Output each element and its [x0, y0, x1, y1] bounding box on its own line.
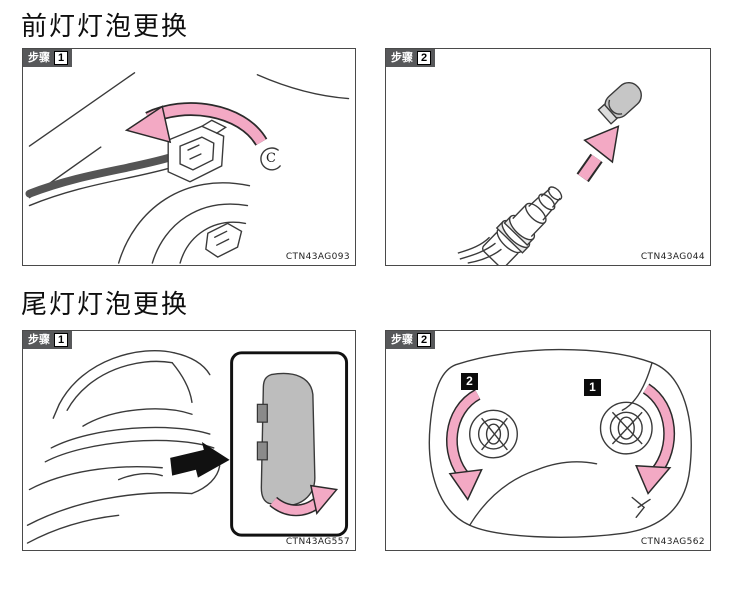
right-socket	[599, 401, 653, 455]
step-badge: 步骤 2	[386, 331, 435, 349]
step-label: 步骤	[391, 334, 413, 346]
tail-housing	[428, 348, 692, 538]
bulb-socket	[481, 186, 563, 265]
figure-code: CTN43AG093	[285, 252, 350, 262]
tail-step2-illustration	[428, 348, 692, 538]
rotate-arrow-left-icon	[446, 389, 483, 501]
section-title-tail-lamp: 尾灯灯泡更换	[21, 290, 190, 320]
clip-annotation-label: C	[266, 151, 276, 166]
panel-front-step2: 步骤 2	[385, 48, 711, 266]
inset-detail	[230, 351, 349, 537]
left-socket	[469, 409, 518, 459]
step-badge: 步骤 2	[386, 49, 435, 67]
rotate-arrow-icon	[124, 102, 268, 147]
step-number: 2	[417, 51, 431, 65]
panel-tail-step2: 步骤 2	[385, 330, 711, 551]
step-number: 1	[54, 333, 68, 347]
figure-code: CTN43AG562	[640, 537, 705, 547]
cover-clips	[256, 403, 268, 461]
step-label: 步骤	[391, 52, 413, 64]
tail-step1-illustration	[26, 350, 349, 544]
open-arrow-icon	[309, 484, 339, 515]
rotate-arrow-right-icon	[635, 383, 676, 495]
pointer-arrow-icon	[170, 441, 230, 478]
front-step1-illustration	[25, 72, 350, 264]
front-step2-illustration	[457, 81, 642, 265]
panel-front-step1: 步骤 1	[22, 48, 356, 266]
section-title-front-lamp: 前灯灯泡更换	[21, 12, 190, 42]
callout-badge-1: 1	[584, 379, 601, 396]
step-badge: 步骤 1	[23, 49, 72, 67]
step-number: 1	[54, 51, 68, 65]
callout-badge-2: 2	[461, 373, 478, 390]
step-label: 步骤	[28, 334, 50, 346]
step-label: 步骤	[28, 52, 50, 64]
step-number: 2	[417, 333, 431, 347]
access-cover	[260, 372, 316, 507]
bulb-icon	[597, 81, 642, 125]
panel-tail-step1: 步骤 1	[22, 330, 356, 551]
socket-wires	[457, 236, 502, 264]
step-badge: 步骤 1	[23, 331, 72, 349]
figure-code: CTN43AG044	[640, 252, 705, 262]
figure-code: CTN43AG557	[285, 537, 350, 547]
trunk-drawing	[26, 350, 221, 544]
remove-arrow-icon	[576, 125, 620, 183]
